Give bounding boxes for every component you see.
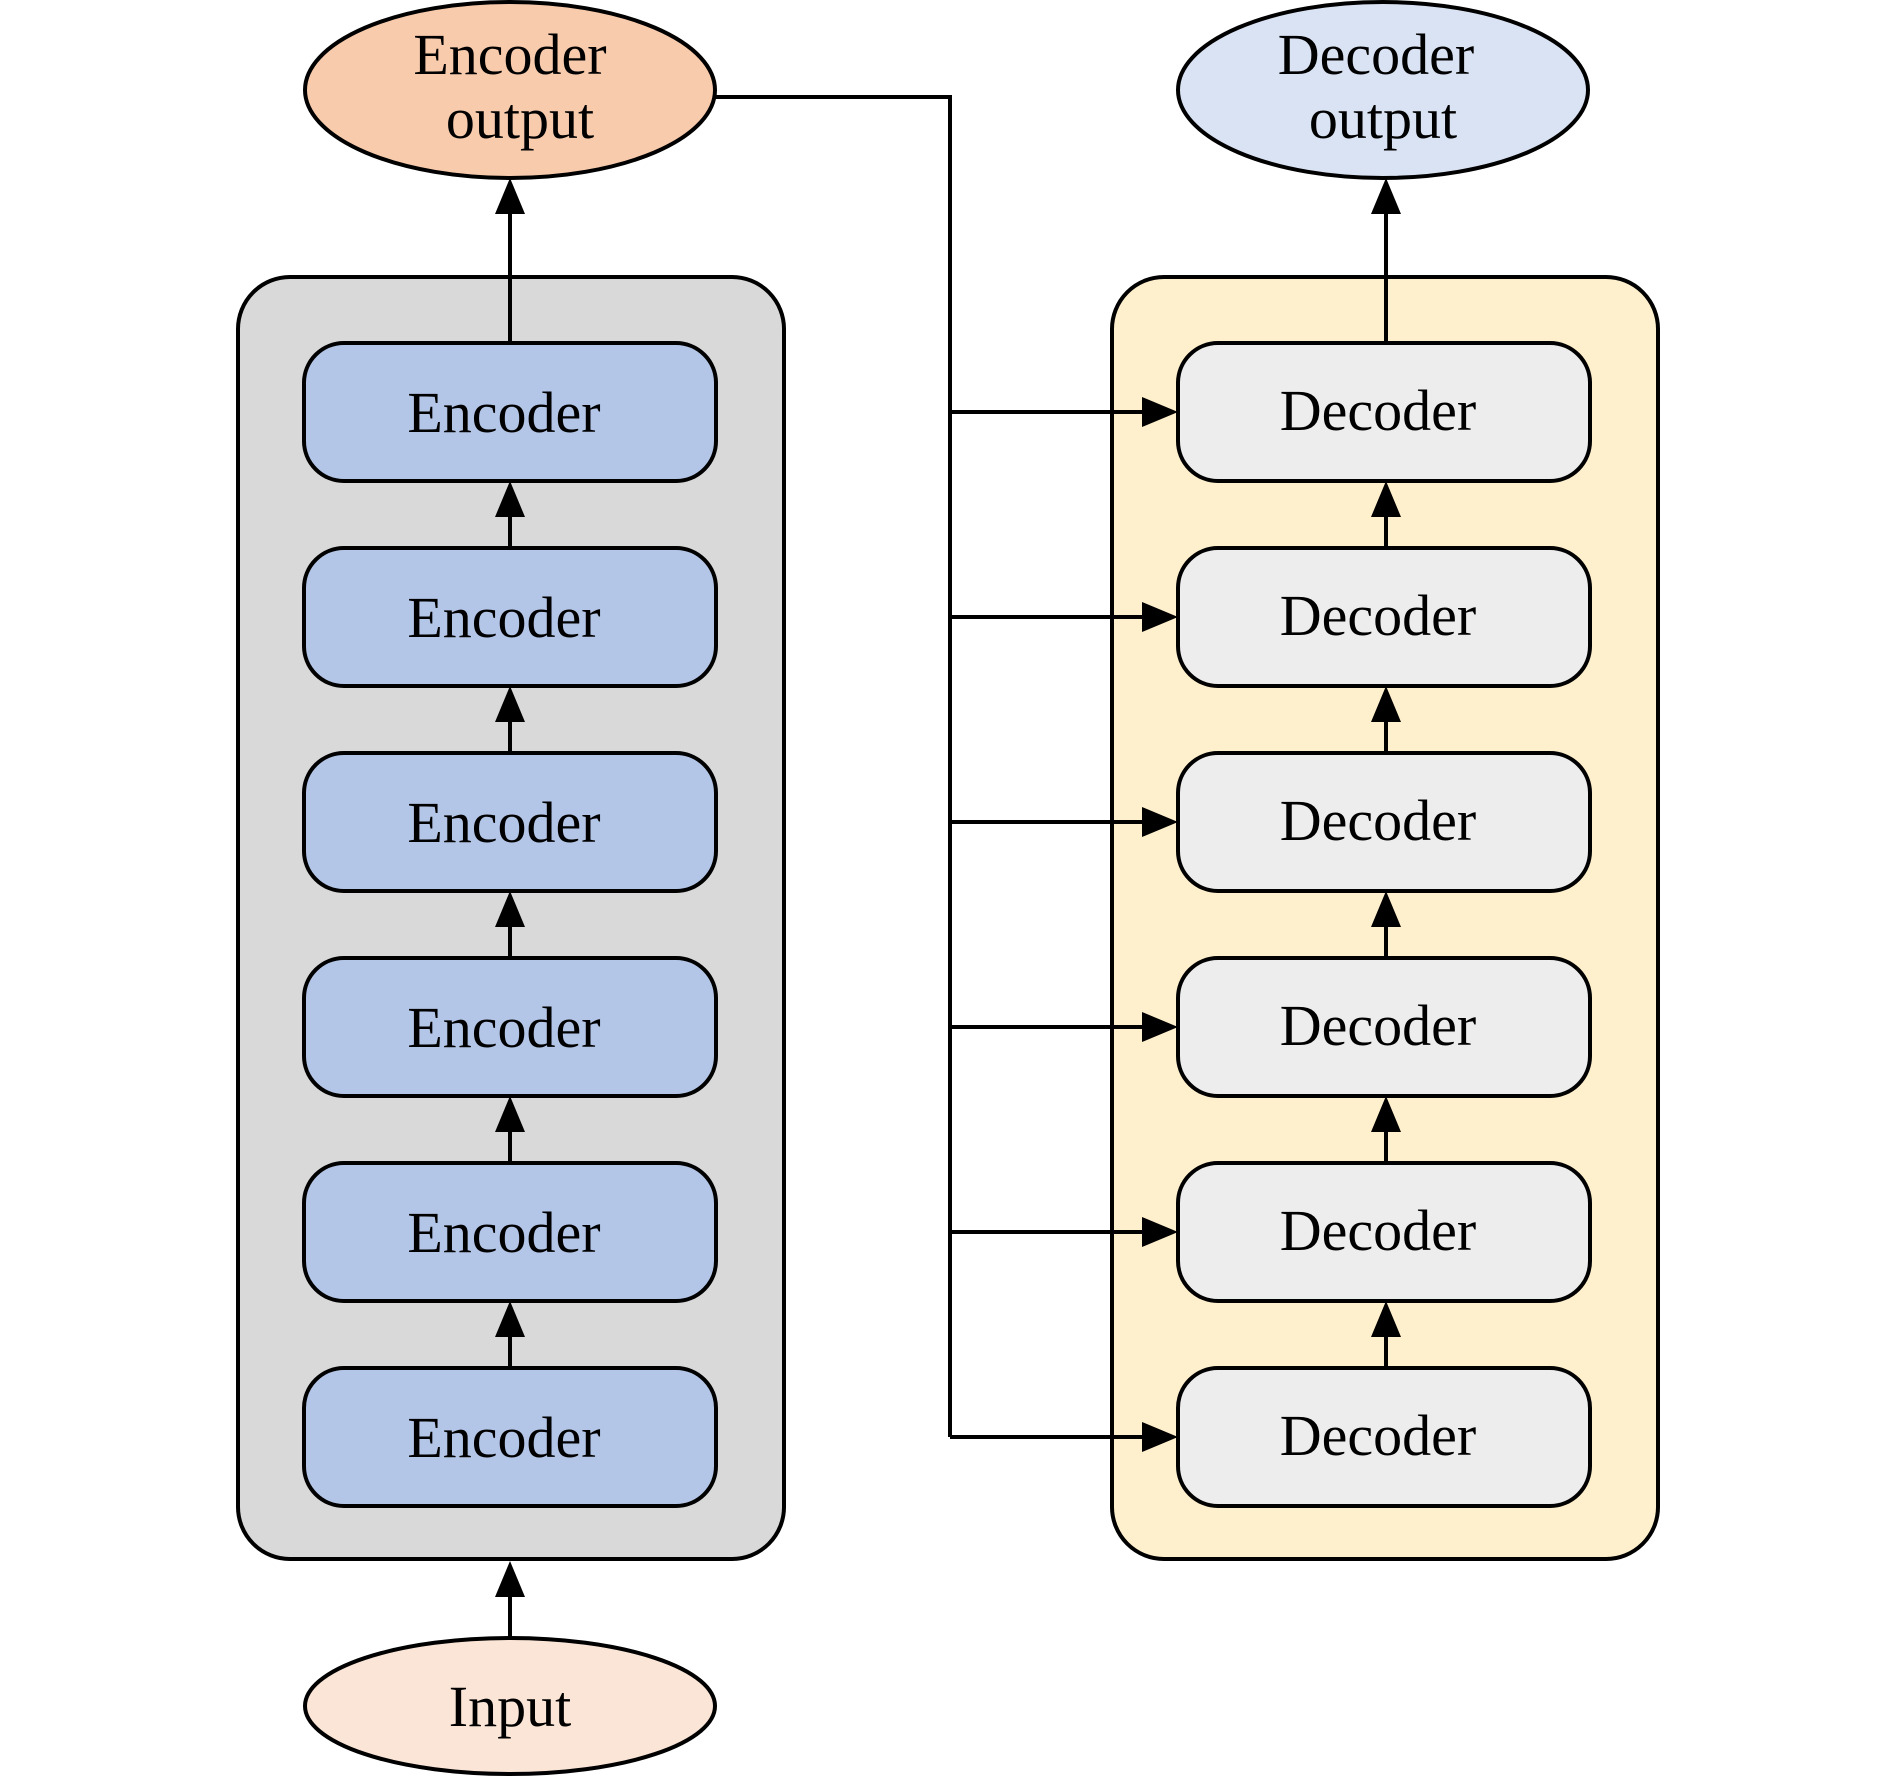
encoder-block: Encoder <box>302 751 718 893</box>
arrow-up-icon <box>1371 686 1401 722</box>
encoder-block-label: Encoder <box>407 995 600 1060</box>
arrow-up-icon <box>1371 891 1401 927</box>
decoder-block-label: Decoder <box>1280 1403 1476 1468</box>
encoder-block: Encoder <box>302 341 718 483</box>
arrow-right-icon <box>1142 602 1178 632</box>
arrow-up-icon <box>1371 481 1401 517</box>
encoder-block-label: Encoder <box>407 790 600 855</box>
connectors <box>495 95 1401 1638</box>
arrow-up-icon <box>495 481 525 517</box>
encoder-block-label: Encoder <box>407 380 600 445</box>
encoder-output-node: Encoder output <box>303 0 717 180</box>
encoder-block-label: Encoder <box>407 1405 600 1470</box>
arrow-up-icon <box>1371 1096 1401 1132</box>
decoder-block-label: Decoder <box>1280 1198 1476 1263</box>
decoder-block: Decoder <box>1176 1161 1592 1303</box>
arrow-up-icon <box>1371 1301 1401 1337</box>
decoder-block-label: Decoder <box>1280 788 1476 853</box>
encoder-output-label-line2: output <box>446 86 594 151</box>
encoder-block: Encoder <box>302 956 718 1098</box>
arrow-up-icon <box>495 178 525 214</box>
arrow-up-icon <box>495 891 525 927</box>
arrow-right-icon <box>1142 1012 1178 1042</box>
decoder-block: Decoder <box>1176 956 1592 1098</box>
arrow-up-icon <box>495 1561 525 1597</box>
decoder-output-label-line1: Decoder <box>1278 22 1474 87</box>
encoder-block-label: Encoder <box>407 1200 600 1265</box>
encoder-blocks: EncoderEncoderEncoderEncoderEncoderEncod… <box>302 341 718 1508</box>
decoder-output-ellipse <box>1176 0 1590 180</box>
arrow-up-icon <box>495 686 525 722</box>
decoder-block-label: Decoder <box>1280 583 1476 648</box>
arrow-up-icon <box>1371 178 1401 214</box>
input-label: Input <box>449 1674 571 1739</box>
encoder-block: Encoder <box>302 1161 718 1303</box>
arrow-right-icon <box>1142 397 1178 427</box>
decoder-block: Decoder <box>1176 546 1592 688</box>
decoder-output-node: Decoder output <box>1176 0 1590 180</box>
arrow-up-icon <box>495 1301 525 1337</box>
arrow-right-icon <box>1142 807 1178 837</box>
encoder-block: Encoder <box>302 1366 718 1508</box>
encoder-output-label-line1: Encoder <box>413 22 606 87</box>
decoder-block-label: Decoder <box>1280 993 1476 1058</box>
encoder-block-label: Encoder <box>407 585 600 650</box>
decoder-block-label: Decoder <box>1280 378 1476 443</box>
decoder-output-label-line2: output <box>1309 86 1457 151</box>
arrow-right-icon <box>1142 1217 1178 1247</box>
decoder-block: Decoder <box>1176 1366 1592 1508</box>
encoder-block: Encoder <box>302 546 718 688</box>
encoder-output-bus <box>715 95 952 1437</box>
arrow-up-icon <box>495 1096 525 1132</box>
arrow-right-icon <box>1142 1422 1178 1452</box>
decoder-block: Decoder <box>1176 341 1592 483</box>
decoder-block: Decoder <box>1176 751 1592 893</box>
input-node: Input <box>303 1636 717 1776</box>
